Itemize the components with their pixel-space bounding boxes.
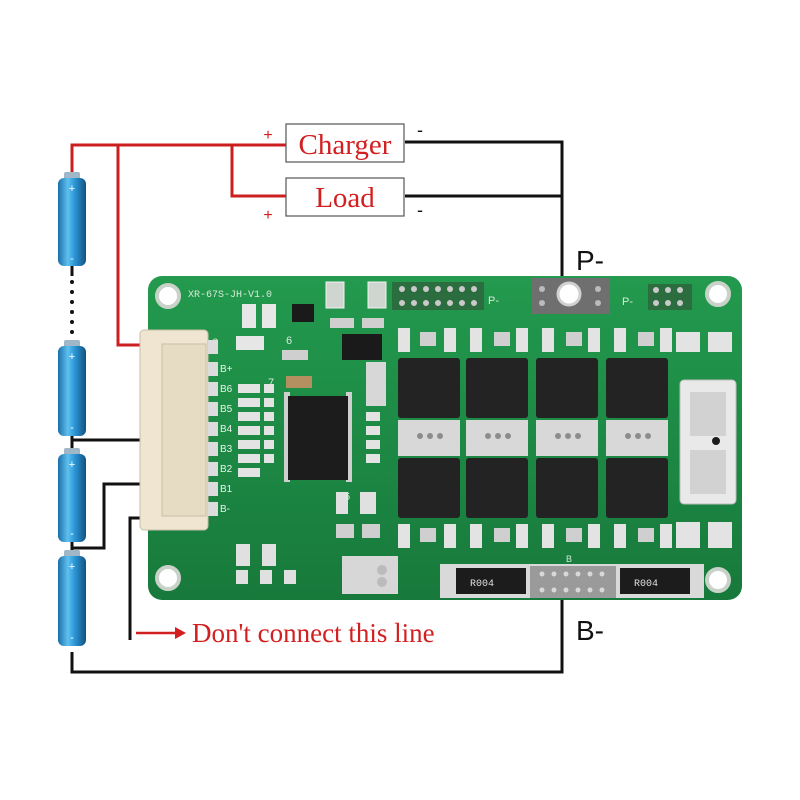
pin-label: B4 xyxy=(220,424,233,435)
p-minus-label: P- xyxy=(576,245,604,276)
mounting-hole xyxy=(155,565,181,591)
protection-ic xyxy=(284,392,352,482)
load-label: Load xyxy=(315,182,375,214)
pin-label: B5 xyxy=(220,404,233,415)
bms-pcb-board: XR-67S-JH-V1.0 P- P- xyxy=(139,276,742,600)
mounting-hole xyxy=(705,281,731,307)
grey-pad xyxy=(342,556,398,594)
connector-pin-labels: B+ B6 B5 B4 B3 B2 B1 B- xyxy=(220,364,233,515)
shunt-area: R004 R004 B xyxy=(440,554,704,598)
pin-label: B6 xyxy=(220,384,233,395)
pin-number-label: 6 xyxy=(344,491,350,503)
pcb-p-minus-silk: P- xyxy=(622,296,633,308)
pin-number-label: 7 xyxy=(268,377,274,389)
cell-plus-label: + xyxy=(69,351,75,363)
resistor-array xyxy=(238,384,380,477)
b-minus-label: B- xyxy=(576,615,604,646)
board-model-label: XR-67S-JH-V1.0 xyxy=(188,290,272,301)
pcb-b-silk: B xyxy=(566,554,572,564)
balance-connector xyxy=(139,329,218,531)
smd-components-upper xyxy=(236,281,387,584)
pin-number-label: 6 xyxy=(286,335,292,347)
pin-label: B+ xyxy=(220,364,233,375)
warning-text: Don't connect this line xyxy=(192,618,435,648)
pin-label: B3 xyxy=(220,444,233,455)
pin-label: B1 xyxy=(220,484,233,495)
load-plus: + xyxy=(263,207,272,224)
header-pads-top xyxy=(392,282,692,310)
arrow-right-icon xyxy=(175,627,186,639)
pin-label: B2 xyxy=(220,464,233,475)
battery-cell: + - xyxy=(58,172,86,266)
cell-plus-label: + xyxy=(69,459,75,471)
battery-cell: + - xyxy=(58,448,86,542)
cell-plus-label: + xyxy=(69,183,75,195)
cell-ellipsis xyxy=(70,280,74,334)
pcb-p-minus-silk: P- xyxy=(488,295,499,307)
charger-label: Charger xyxy=(299,129,392,161)
load-minus: - xyxy=(417,200,423,220)
battery-cell: + - xyxy=(58,550,86,646)
mosfet-array xyxy=(398,328,672,548)
right-components xyxy=(676,332,737,548)
load-box: Load + - xyxy=(263,177,423,224)
mounting-hole xyxy=(155,283,181,309)
positive-wires xyxy=(70,143,286,347)
p-minus-pad xyxy=(532,278,610,314)
pin-label: B- xyxy=(220,504,230,515)
cell-minus-label: - xyxy=(70,632,74,644)
warning-annotation: Don't connect this line xyxy=(136,618,435,648)
shunt-code-label: R004 xyxy=(470,579,494,590)
charger-plus: + xyxy=(263,127,272,144)
charger-minus: - xyxy=(417,120,423,140)
negative-wires xyxy=(70,140,564,674)
mounting-hole xyxy=(705,567,731,593)
cell-plus-label: + xyxy=(69,561,75,573)
battery-cell: + - xyxy=(58,340,86,436)
cell-minus-label: - xyxy=(70,528,74,540)
charger-box: Charger + - xyxy=(263,120,423,163)
cell-minus-label: - xyxy=(70,253,74,265)
cell-minus-label: - xyxy=(70,422,74,434)
shunt-code-label: R004 xyxy=(634,579,658,590)
